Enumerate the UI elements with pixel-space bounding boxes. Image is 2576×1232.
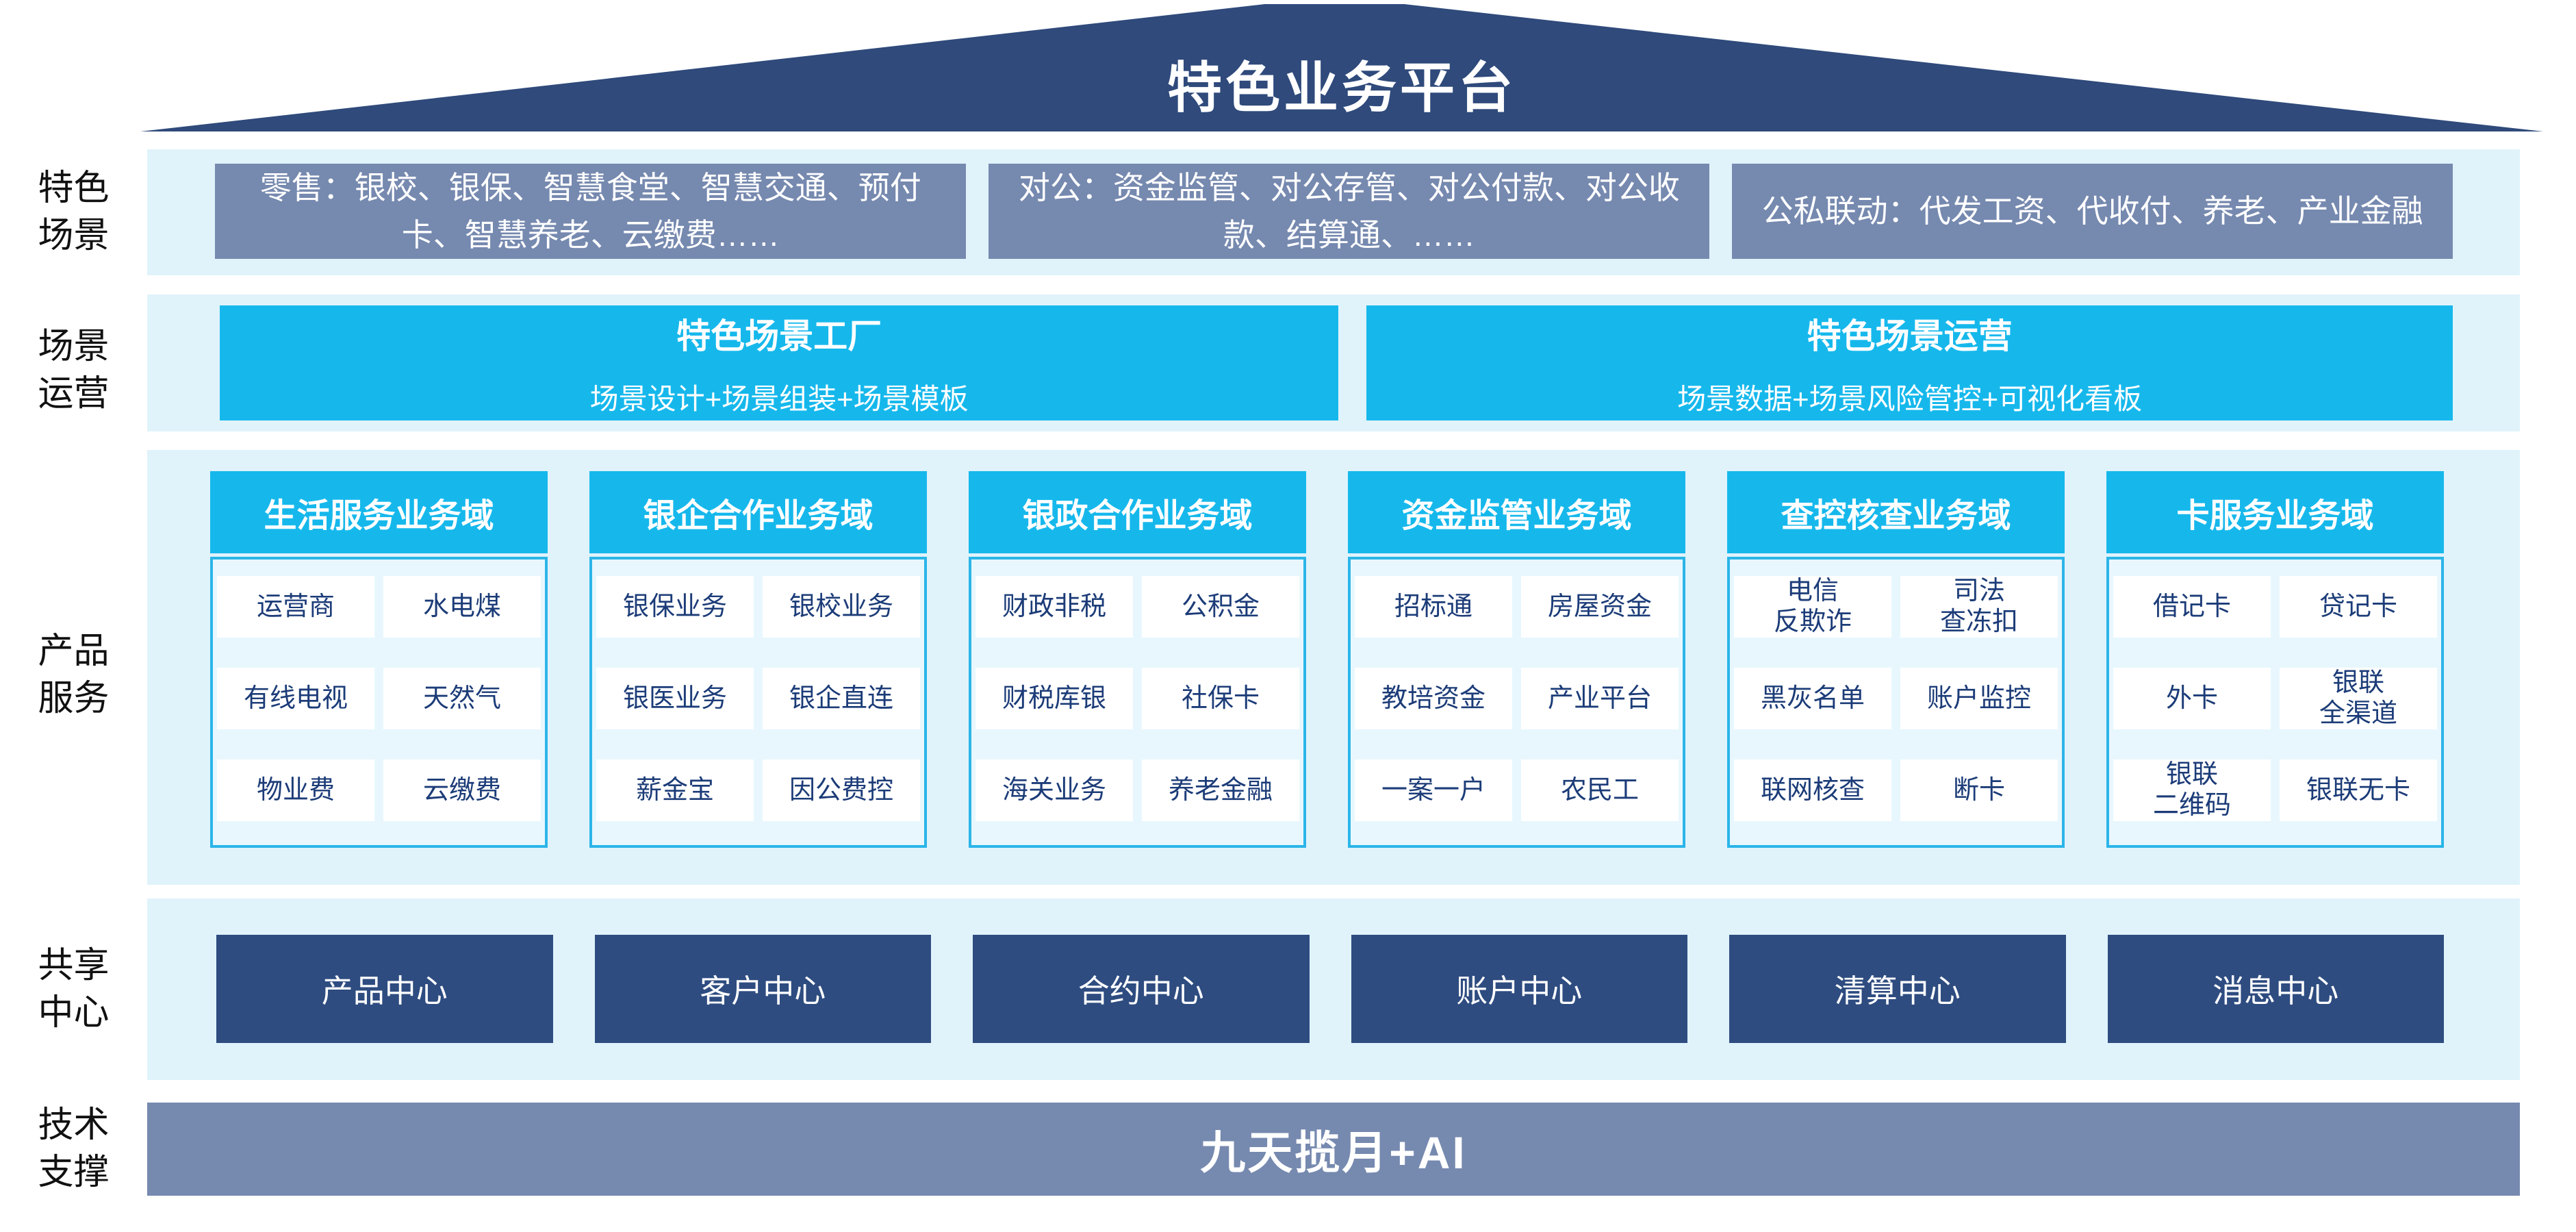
operation-box-ops: 特色场景运营 场景数据+场景风险管控+可视化看板: [1366, 305, 2453, 420]
operation-band: 特色场景工厂 场景设计+场景组装+场景模板 特色场景运营 场景数据+场景风险管控…: [147, 294, 2520, 431]
domain-cell: 借记卡: [2113, 576, 2271, 638]
domain-cell: 房屋资金: [1521, 576, 1679, 638]
domain-cell: 一案一户: [1355, 759, 1512, 821]
domain-column-bank-government: 银政合作业务域 财政非税 公积金 财税库银 社保卡 海关业务 养老金融: [969, 471, 1306, 848]
domain-header: 查控核查业务域: [1727, 471, 2065, 553]
domain-cell: 天然气: [383, 668, 541, 729]
domain-cell: 司法 查冻扣: [1900, 576, 2058, 638]
page-title: 特色业务平台: [1167, 58, 1516, 118]
domain-cell: 账户监控: [1900, 668, 2058, 729]
domain-body: 电信 反欺诈 司法 查冻扣 黑灰名单 账户监控 联网核查 断卡: [1727, 557, 2065, 848]
tech-bar-label: 九天揽月+AI: [1200, 1127, 1467, 1178]
domain-cell: 产业平台: [1521, 668, 1679, 729]
scenes-band: 零售：银校、银保、智慧食堂、智慧交通、预付卡、智慧养老、云缴费…… 对公：资金监…: [147, 149, 2520, 275]
domain-cell: 贷记卡: [2280, 576, 2437, 638]
domain-cell: 黑灰名单: [1734, 668, 1891, 729]
roof-banner: 特色业务平台: [140, 4, 2543, 131]
domain-cell: 水电煤: [383, 576, 541, 638]
domain-column-bank-enterprise: 银企合作业务域 银保业务 银校业务 银医业务 银企直连 薪金宝 因公费控: [589, 471, 927, 848]
domain-body: 招标通 房屋资金 教培资金 产业平台 一案一户 农民工: [1348, 557, 1685, 848]
center-box-contract: 合约中心: [973, 935, 1310, 1043]
domain-cell: 银联 二维码: [2113, 759, 2271, 821]
domain-cell: 银医业务: [596, 668, 754, 729]
center-box-clearing: 清算中心: [1729, 935, 2066, 1043]
domain-column-card-services: 卡服务业务域 借记卡 贷记卡 外卡 银联 全渠道 银联 二维码 银联无卡: [2106, 471, 2444, 848]
operation-box-subtitle: 场景设计+场景组装+场景模板: [589, 382, 969, 415]
domain-cell: 教培资金: [1355, 668, 1512, 729]
domain-column-inquiry-verification: 查控核查业务域 电信 反欺诈 司法 查冻扣 黑灰名单 账户监控 联网核查 断卡: [1727, 471, 2065, 848]
domain-cell: 社保卡: [1142, 668, 1299, 729]
domain-cell: 银企直连: [763, 668, 920, 729]
scene-box-retail: 零售：银校、银保、智慧食堂、智慧交通、预付卡、智慧养老、云缴费……: [215, 164, 967, 259]
domain-cell: 银联 全渠道: [2280, 668, 2437, 729]
domain-column-fund-supervision: 资金监管业务域 招标通 房屋资金 教培资金 产业平台 一案一户 农民工: [1348, 471, 1685, 848]
products-band: 生活服务业务域 运营商 水电煤 有线电视 天然气 物业费 云缴费 银企合作业务域…: [147, 450, 2520, 885]
domain-cell: 财税库银: [975, 668, 1133, 729]
center-box-message: 消息中心: [2107, 935, 2444, 1043]
domain-cell: 运营商: [217, 576, 374, 638]
domain-header: 卡服务业务域: [2106, 471, 2444, 553]
operation-box-factory: 特色场景工厂 场景设计+场景组装+场景模板: [220, 305, 1339, 420]
row-label-products: 产品 服务: [38, 631, 110, 718]
domain-body: 财政非税 公积金 财税库银 社保卡 海关业务 养老金融: [969, 557, 1306, 848]
domain-cell: 有线电视: [217, 668, 374, 729]
scene-box-corporate: 对公：资金监管、对公存管、对公付款、对公收款、结算通、……: [989, 164, 1710, 259]
operation-box-subtitle: 场景数据+场景风险管控+可视化看板: [1677, 382, 2143, 415]
row-label-tech: 技术 支撑: [38, 1105, 110, 1192]
center-box-account: 账户中心: [1351, 935, 1687, 1043]
domain-column-life-services: 生活服务业务域 运营商 水电煤 有线电视 天然气 物业费 云缴费: [210, 471, 548, 848]
domain-header: 资金监管业务域: [1348, 471, 1685, 553]
domain-cell: 云缴费: [383, 759, 541, 821]
domain-cell: 外卡: [2113, 668, 2271, 729]
domain-cell: 养老金融: [1142, 759, 1299, 821]
row-label-operation: 场景 运营: [38, 327, 110, 414]
domain-body: 银保业务 银校业务 银医业务 银企直连 薪金宝 因公费控: [589, 557, 927, 848]
domain-cell: 因公费控: [763, 759, 920, 821]
domain-cell: 薪金宝: [596, 759, 754, 821]
domain-cell: 海关业务: [975, 759, 1133, 821]
domain-cell: 银校业务: [763, 576, 920, 638]
domain-cell: 公积金: [1142, 576, 1299, 638]
domain-body: 运营商 水电煤 有线电视 天然气 物业费 云缴费: [210, 557, 548, 848]
domain-header: 生活服务业务域: [210, 471, 548, 553]
domain-cell: 断卡: [1900, 759, 2058, 821]
row-label-scenes: 特色 场景: [38, 168, 110, 255]
center-box-product: 产品中心: [216, 935, 553, 1043]
operation-box-title: 特色场景运营: [1807, 316, 2013, 355]
domain-cell: 银保业务: [596, 576, 754, 638]
scene-box-linkage: 公私联动：代发工资、代收付、养老、产业金融: [1732, 164, 2453, 259]
domain-cell: 联网核查: [1734, 759, 1891, 821]
domain-cell: 物业费: [217, 759, 374, 821]
domain-cell: 招标通: [1355, 576, 1512, 638]
domain-cell: 银联无卡: [2280, 759, 2437, 821]
center-box-customer: 客户中心: [594, 935, 931, 1043]
operation-box-title: 特色场景工厂: [676, 316, 882, 355]
domain-header: 银企合作业务域: [589, 471, 927, 553]
row-label-shared: 共享 中心: [38, 946, 110, 1033]
tech-support-bar: 九天揽月+AI: [147, 1103, 2520, 1196]
domain-cell: 电信 反欺诈: [1734, 576, 1891, 638]
domain-cell: 财政非税: [975, 576, 1133, 638]
domain-header: 银政合作业务域: [969, 471, 1306, 553]
domain-cell: 农民工: [1521, 759, 1679, 821]
shared-band: 产品中心 客户中心 合约中心 账户中心 清算中心 消息中心: [147, 898, 2520, 1080]
domain-body: 借记卡 贷记卡 外卡 银联 全渠道 银联 二维码 银联无卡: [2106, 557, 2444, 848]
